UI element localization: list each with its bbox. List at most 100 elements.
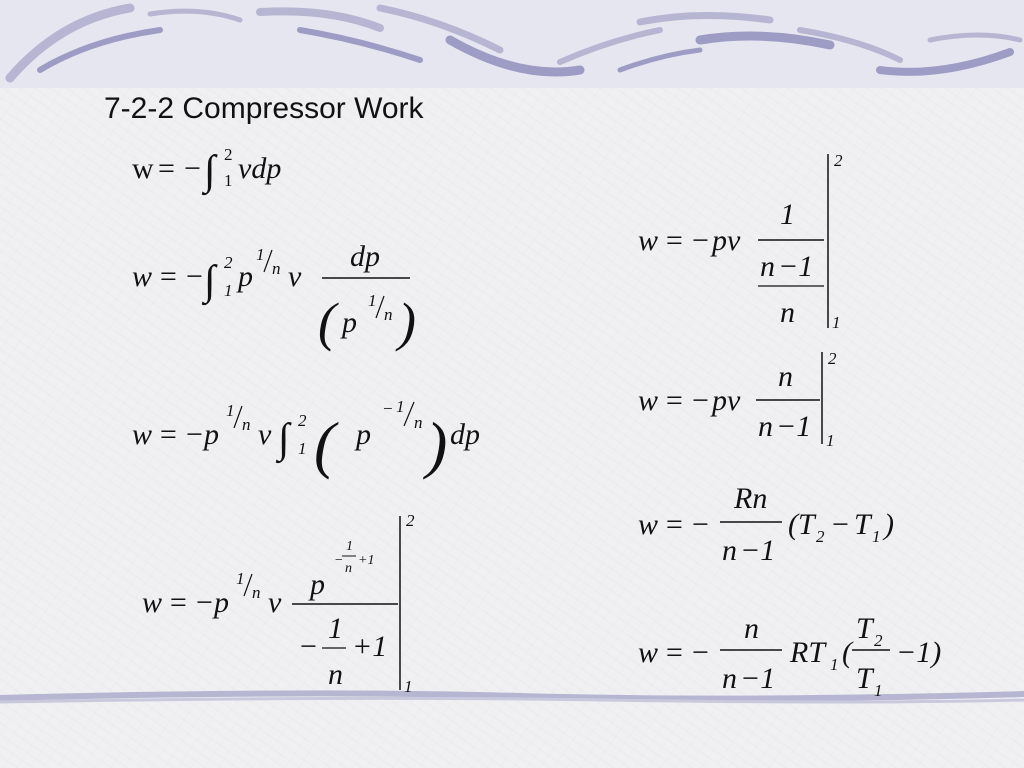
svg-text:∫: ∫ — [201, 148, 218, 196]
svg-text:1: 1 — [328, 612, 343, 645]
svg-text:1: 1 — [832, 313, 841, 332]
svg-text:RT: RT — [789, 636, 827, 669]
svg-text:1: 1 — [830, 655, 839, 674]
svg-text:−: − — [690, 224, 710, 257]
svg-text:1: 1 — [872, 527, 881, 546]
svg-text:w: w — [638, 508, 658, 541]
svg-text:−1: −1 — [740, 662, 775, 695]
equation-work-evaluated-general: w = − p 1 n v p − 1 n +1 − 1 n +1 2 1 — [142, 508, 432, 698]
svg-text:2: 2 — [834, 151, 843, 170]
svg-text:−: − — [690, 636, 710, 669]
svg-text:w: w — [638, 636, 658, 669]
svg-text:1: 1 — [346, 539, 353, 554]
svg-text:−: − — [690, 384, 710, 417]
svg-text:−: − — [194, 586, 214, 619]
svg-text:1: 1 — [224, 171, 233, 190]
svg-text:w: w — [132, 418, 152, 451]
svg-text:n: n — [778, 360, 793, 393]
svg-text:p: p — [308, 568, 325, 601]
svg-text:−: − — [334, 553, 343, 568]
svg-text:2: 2 — [224, 145, 233, 164]
svg-text:1: 1 — [226, 401, 235, 420]
svg-text:−1: −1 — [740, 534, 775, 567]
equation-work-temperature-ratio: w = − n n −1 RT 1 ( T 2 T 1 −1) — [638, 612, 968, 704]
svg-text:1: 1 — [256, 245, 265, 264]
svg-text:1: 1 — [396, 397, 405, 416]
svg-text:(: ( — [788, 508, 800, 541]
svg-text:+1: +1 — [352, 630, 387, 663]
svg-text:dp: dp — [350, 240, 380, 273]
svg-text:p: p — [212, 586, 229, 619]
svg-text:n: n — [384, 305, 393, 324]
svg-text:n: n — [345, 561, 352, 576]
svg-text:Rn: Rn — [733, 482, 767, 515]
svg-text:v: v — [258, 418, 272, 451]
svg-text:n: n — [242, 415, 251, 434]
svg-text:n: n — [758, 410, 773, 443]
equation-work-temperature: w = − Rn n −1 ( T 2 − T 1 ) — [638, 482, 938, 574]
svg-text:2: 2 — [828, 349, 837, 368]
svg-text:−1: −1 — [776, 410, 811, 443]
svg-text:=: = — [158, 260, 178, 293]
svg-text:1: 1 — [404, 677, 413, 696]
svg-text:): ) — [395, 292, 416, 352]
svg-text:w: w — [638, 224, 658, 257]
svg-text:v: v — [268, 586, 282, 619]
bottom-decorative-stroke — [0, 690, 1024, 704]
svg-text:): ) — [882, 508, 894, 541]
equation-work-substitution: w = − ∫ 2 1 p 1 n v dp ( p 1 n ) — [132, 236, 432, 362]
slide-title: 7-2-2 Compressor Work — [104, 92, 424, 125]
svg-text:2: 2 — [406, 511, 415, 530]
svg-text:−: − — [382, 399, 393, 418]
svg-text:∫: ∫ — [201, 258, 218, 306]
top-decorative-band — [0, 0, 1024, 88]
svg-text:1: 1 — [298, 439, 307, 458]
svg-text:−: − — [184, 418, 204, 451]
svg-text:w: w — [132, 260, 152, 293]
equation-work-pv-simplified: w = − pv n n −1 2 1 — [638, 349, 858, 450]
svg-text:=: = — [664, 384, 684, 417]
svg-text:1: 1 — [368, 291, 377, 310]
svg-text:w: w — [132, 152, 154, 185]
svg-text:n: n — [272, 259, 281, 278]
equation-work-pv-fraction: w = − pv 1 n −1 n 2 1 — [638, 148, 858, 336]
svg-text:−: − — [690, 508, 710, 541]
svg-text:2: 2 — [224, 253, 233, 272]
svg-text:=: = — [664, 224, 684, 257]
svg-text:=: = — [664, 636, 684, 669]
svg-text:p: p — [202, 418, 219, 451]
svg-text:dp: dp — [450, 418, 480, 451]
svg-text:=: = — [168, 586, 188, 619]
svg-text:=: = — [664, 508, 684, 541]
svg-text:−1: −1 — [778, 250, 813, 283]
svg-text:1: 1 — [236, 569, 245, 588]
svg-text:−: − — [184, 260, 204, 293]
svg-text:+1: +1 — [358, 553, 374, 568]
svg-text:w: w — [638, 384, 658, 417]
svg-text:=: = — [158, 418, 178, 451]
svg-text:v: v — [288, 260, 302, 293]
svg-text:T: T — [854, 508, 873, 541]
svg-text:): ) — [422, 409, 447, 480]
svg-text:p: p — [236, 260, 253, 293]
svg-text:T: T — [856, 612, 875, 645]
svg-text:T: T — [856, 662, 875, 695]
svg-text:n: n — [780, 296, 795, 329]
svg-text:vdp: vdp — [238, 152, 281, 185]
svg-text:−: − — [830, 508, 850, 541]
svg-text:n: n — [722, 662, 737, 695]
svg-text:n: n — [328, 658, 343, 691]
svg-text:=: = — [158, 152, 175, 185]
svg-text:pv: pv — [710, 384, 741, 417]
svg-text:n: n — [414, 413, 423, 432]
svg-text:(: ( — [842, 636, 854, 669]
svg-text:−1): −1) — [896, 636, 941, 669]
svg-text:(: ( — [318, 292, 339, 352]
svg-text:n: n — [760, 250, 775, 283]
svg-text:2: 2 — [874, 631, 883, 650]
svg-text:n: n — [722, 534, 737, 567]
svg-text:−: − — [184, 152, 201, 185]
svg-text:n: n — [252, 583, 261, 602]
svg-text:p: p — [340, 306, 357, 339]
